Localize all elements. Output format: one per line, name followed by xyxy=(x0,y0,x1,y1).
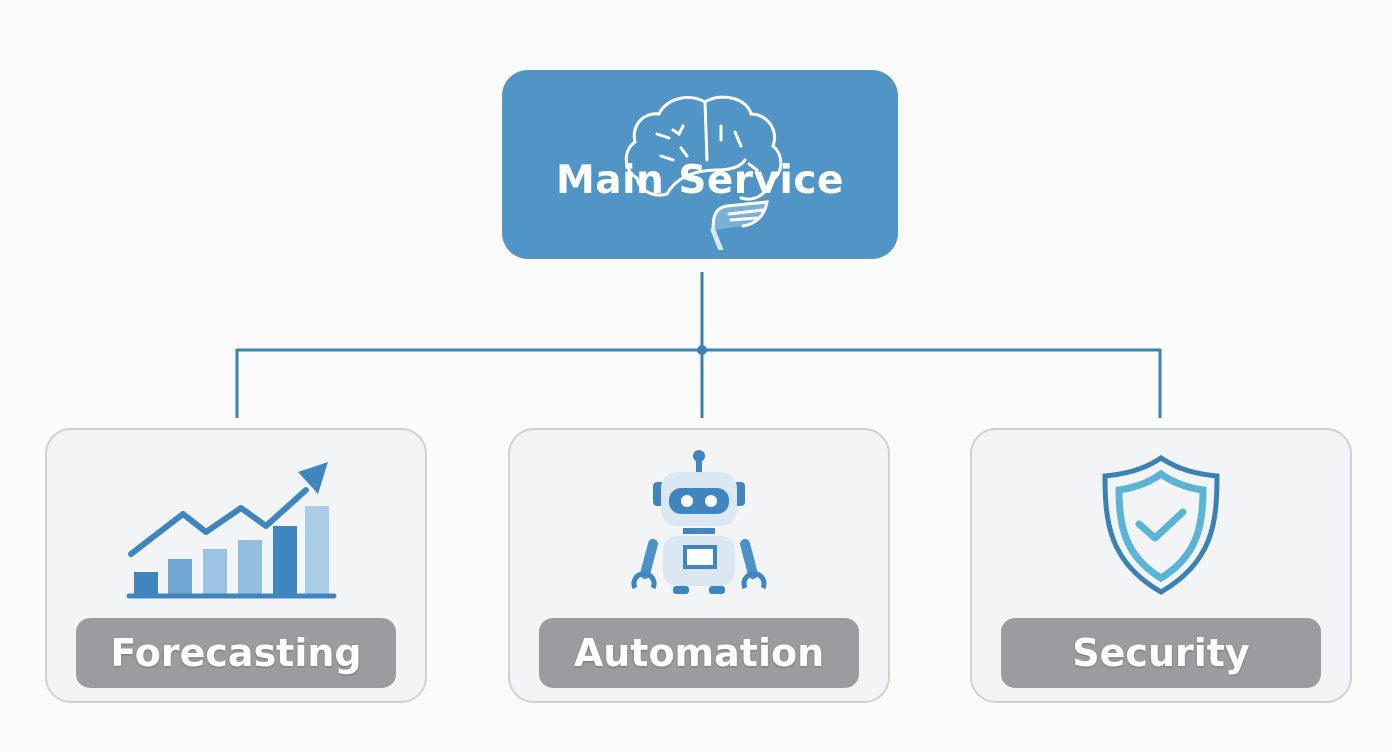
brain-icon xyxy=(624,95,783,250)
forecasting-label: Forecasting xyxy=(76,618,396,688)
automation-card[interactable]: Automation xyxy=(508,428,890,703)
growth-chart-icon xyxy=(126,462,337,599)
security-label: Security xyxy=(1001,618,1321,688)
security-card[interactable]: Security xyxy=(970,428,1352,703)
robot-icon xyxy=(631,450,767,594)
automation-label: Automation xyxy=(539,618,859,688)
junction-dot xyxy=(697,345,707,355)
main-service-title: Main Service xyxy=(556,158,844,203)
forecasting-card[interactable]: Forecasting xyxy=(45,428,427,703)
shield-check-icon xyxy=(1102,454,1220,595)
main-service-node[interactable]: Main Service xyxy=(502,70,898,259)
